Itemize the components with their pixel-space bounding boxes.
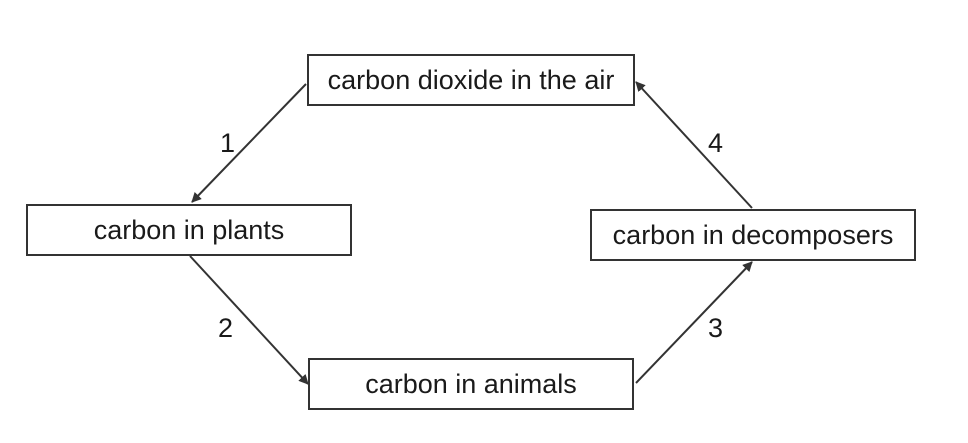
- arrow-label-2: 2: [218, 313, 234, 343]
- arrow-label-3: 3: [708, 313, 724, 343]
- arrow-3: [635, 261, 753, 384]
- arrow-2: [189, 255, 309, 385]
- arrow-label-1: 1: [220, 128, 236, 158]
- node-decomposers: carbon in decomposers: [590, 209, 916, 261]
- arrow-4: [635, 81, 753, 209]
- arrow-label-4: 4: [708, 128, 724, 158]
- node-plants: carbon in plants: [26, 204, 352, 256]
- arrow-1: [191, 83, 307, 203]
- node-co2-air: carbon dioxide in the air: [307, 54, 635, 106]
- node-animals: carbon in animals: [308, 358, 634, 410]
